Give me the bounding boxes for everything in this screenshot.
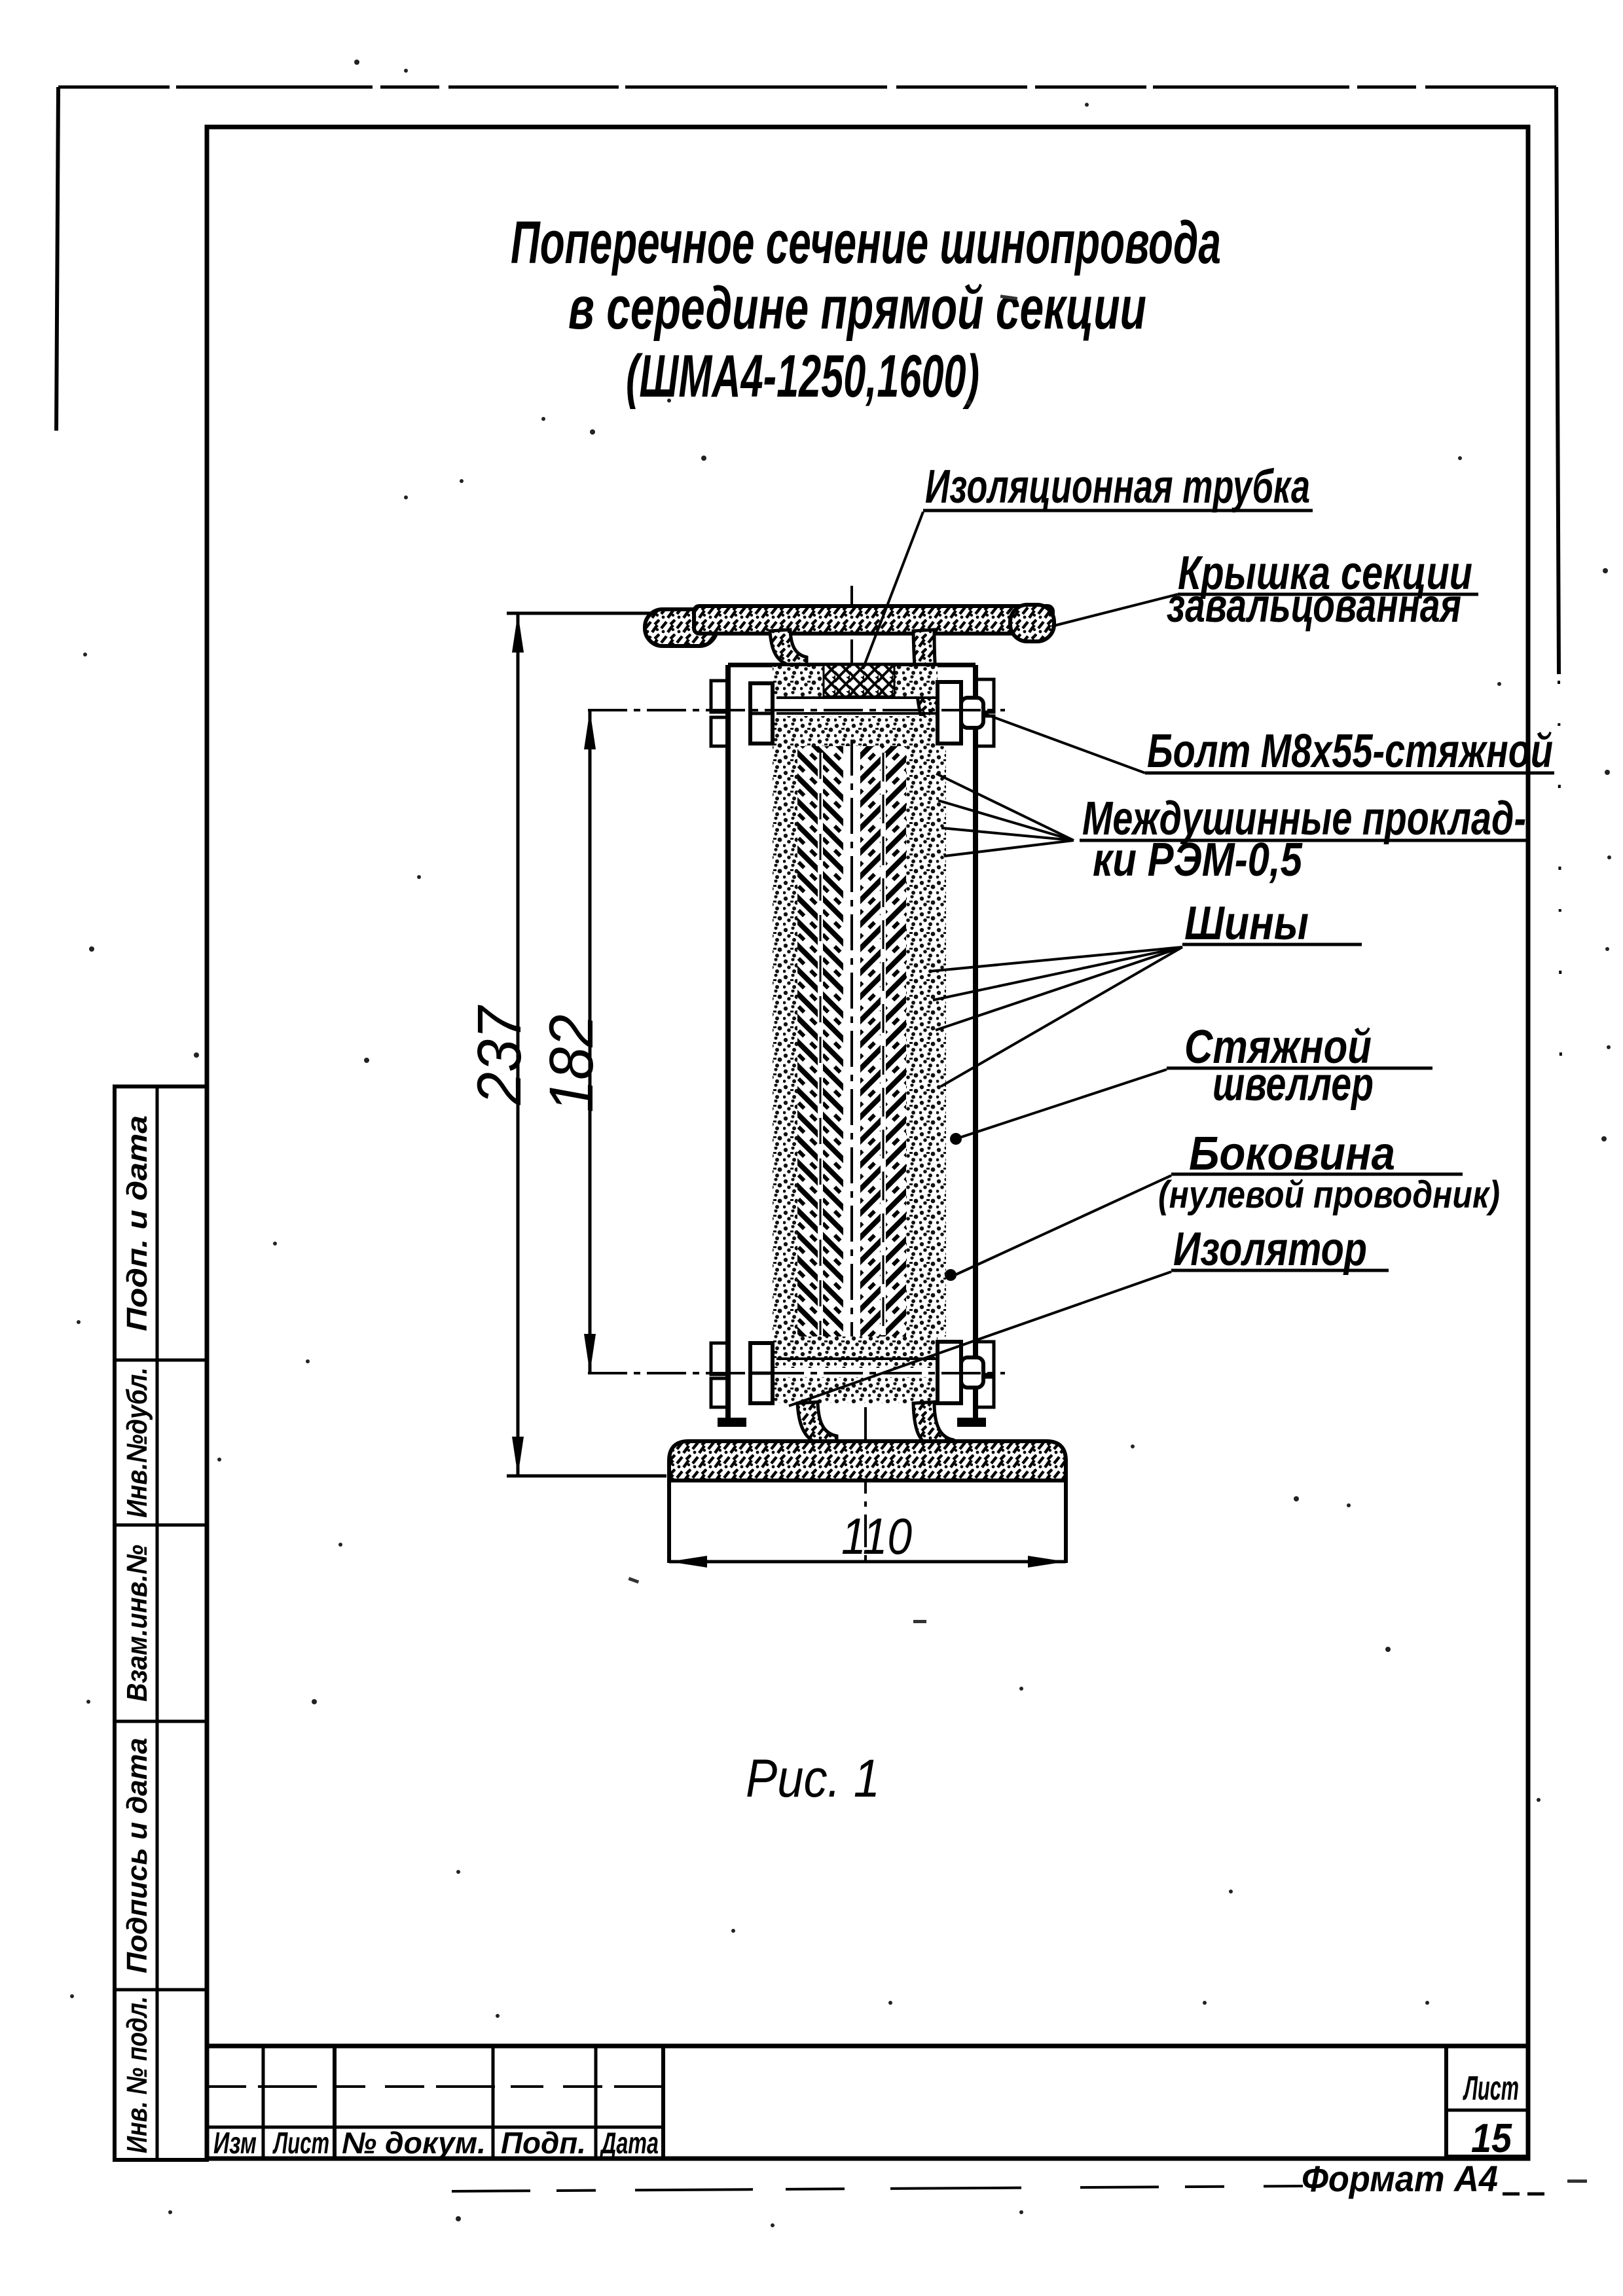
svg-text:швеллер: швеллер [1213, 1058, 1374, 1111]
svg-text:Шины: Шины [1184, 897, 1309, 950]
svg-text:Изм: Изм [213, 2126, 257, 2160]
svg-text:(ШМА4-1250,1600): (ШМА4-1250,1600) [626, 343, 979, 410]
svg-text:Поперечное сечение шинопровода: Поперечное сечение шинопровода [511, 209, 1221, 276]
svg-text:Изолятор: Изолятор [1173, 1223, 1367, 1276]
svg-text:Подп. и дата: Подп. и дата [121, 1115, 153, 1331]
svg-text:Инв. № подл.: Инв. № подл. [121, 1996, 153, 2153]
svg-text:Болт М8х55-стяжной: Болт М8х55-стяжной [1147, 725, 1553, 778]
svg-text:237: 237 [465, 1005, 534, 1105]
svg-text:в середине прямой секции: в середине прямой секции [568, 275, 1146, 342]
svg-text:Лист: Лист [1463, 2070, 1519, 2108]
svg-text:Формат А4: Формат А4 [1302, 2158, 1498, 2199]
svg-text:Взам.инв.№: Взам.инв.№ [121, 1545, 153, 1702]
svg-text:Рис. 1: Рис. 1 [746, 1749, 880, 1808]
svg-text:Дата: Дата [599, 2126, 659, 2160]
svg-text:Инв.№дубл.: Инв.№дубл. [121, 1367, 153, 1518]
svg-text:Изоляционная трубка: Изоляционная трубка [925, 461, 1310, 513]
svg-text:Междушинные проклад-: Междушинные проклад- [1082, 793, 1526, 845]
svg-text:ки РЭМ-0,5: ки РЭМ-0,5 [1093, 834, 1303, 886]
svg-text:Подп.: Подп. [501, 2126, 586, 2160]
svg-text:110: 110 [841, 1507, 912, 1565]
svg-text:Лист: Лист [272, 2126, 329, 2160]
svg-text:Стяжной: Стяжной [1184, 1021, 1372, 1073]
svg-text:(нулевой проводник): (нулевой проводник) [1158, 1174, 1500, 1216]
svg-text:182: 182 [537, 1014, 606, 1113]
svg-text:Боковина: Боковина [1189, 1128, 1395, 1180]
svg-text:завальцованная: завальцованная [1167, 580, 1461, 632]
svg-text:Подпись и дата: Подпись и дата [121, 1738, 153, 1973]
svg-text:Крышка секции: Крышка секции [1178, 547, 1472, 600]
svg-text:15: 15 [1471, 2116, 1512, 2161]
svg-text:№ докум.: № докум. [342, 2126, 486, 2160]
